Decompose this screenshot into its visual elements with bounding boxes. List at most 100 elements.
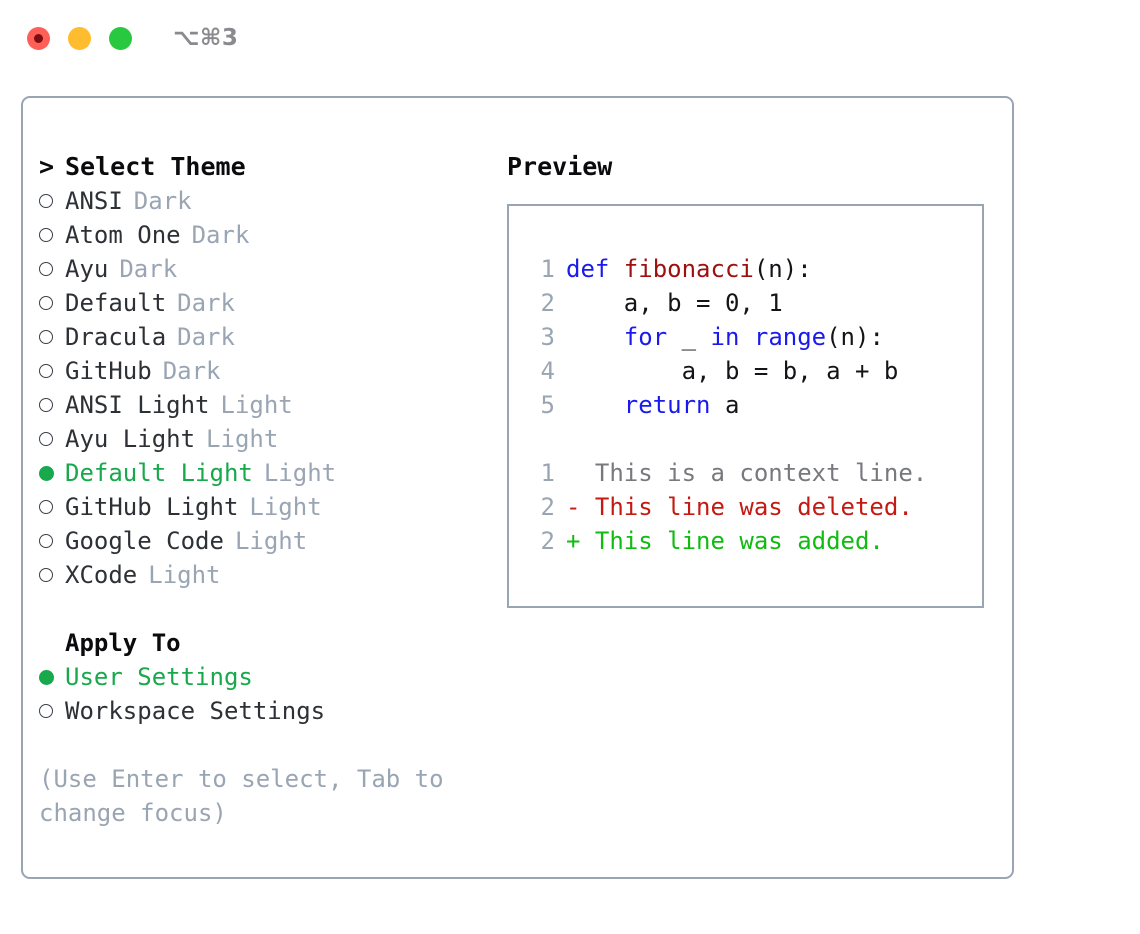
code-token: a, b = b, a + b bbox=[566, 357, 899, 385]
theme-option-label: Dracula bbox=[65, 323, 167, 351]
radio-dot bbox=[39, 330, 53, 344]
radio-empty-icon bbox=[39, 364, 65, 378]
radio-selected-icon bbox=[39, 669, 65, 685]
code-diff-spacer bbox=[521, 422, 982, 456]
radio-dot bbox=[39, 534, 53, 548]
diff-line-text: - This line was deleted. bbox=[566, 493, 913, 521]
diff-line-number: 1 bbox=[540, 459, 555, 487]
theme-option-label: ANSI bbox=[65, 187, 123, 215]
keyboard-hint: (Use Enter to select, Tab to change focu… bbox=[39, 765, 444, 827]
theme-option-kind: Light bbox=[263, 459, 337, 487]
close-icon bbox=[34, 33, 43, 43]
diff-line: 2 - This line was deleted. bbox=[521, 490, 982, 524]
theme-option-label: GitHub bbox=[65, 357, 152, 385]
title-bar: ⌥⌘3 bbox=[0, 0, 1140, 76]
theme-option-label: Atom One bbox=[65, 221, 181, 249]
maximize-window-button[interactable] bbox=[109, 26, 132, 50]
theme-option-kind: Light bbox=[148, 561, 221, 589]
code-token: a, b = 0, 1 bbox=[566, 289, 783, 317]
code-token: fibonacci bbox=[623, 255, 754, 283]
theme-option-kind: Dark bbox=[191, 221, 250, 249]
code-token bbox=[566, 391, 624, 419]
diff-line-number: 2 bbox=[540, 527, 555, 555]
code-token: (n): bbox=[753, 255, 812, 283]
preview-title: Preview bbox=[507, 152, 613, 181]
radio-dot bbox=[39, 364, 53, 378]
code-line-number: 4 bbox=[540, 357, 555, 385]
code-token: (n): bbox=[826, 323, 884, 351]
theme-option-label: Ayu bbox=[65, 255, 109, 283]
code-line-text: def fibonacci(n): bbox=[566, 252, 812, 286]
radio-empty-icon bbox=[39, 500, 65, 514]
close-window-button[interactable] bbox=[27, 26, 50, 50]
keyboard-shortcut-label: ⌥⌘3 bbox=[173, 25, 239, 51]
theme-option[interactable]: Ayu Light Light bbox=[39, 422, 493, 456]
diff-line-text: This is a context line. bbox=[566, 459, 928, 487]
radio-dot bbox=[39, 568, 53, 582]
code-line-text: return a bbox=[566, 388, 740, 422]
theme-option[interactable]: Dracula Dark bbox=[39, 320, 493, 354]
theme-option-label: Google Code bbox=[65, 527, 224, 555]
theme-option[interactable]: Default Light Light bbox=[39, 456, 493, 490]
theme-option[interactable]: GitHub Light Light bbox=[39, 490, 493, 524]
theme-option-kind: Dark bbox=[177, 323, 235, 351]
theme-option[interactable]: ANSI Dark bbox=[39, 184, 493, 218]
radio-empty-icon bbox=[39, 398, 65, 412]
radio-dot bbox=[39, 194, 53, 208]
radio-empty-icon bbox=[39, 534, 65, 548]
radio-empty-icon bbox=[39, 262, 65, 276]
diff-sample: 1 This is a context line. 2 - This line wa… bbox=[521, 456, 982, 558]
theme-option[interactable]: Default Dark bbox=[39, 286, 493, 320]
code-line-text: a, b = 0, 1 bbox=[566, 286, 783, 320]
theme-option-kind: Light bbox=[206, 425, 279, 453]
theme-option-kind: Dark bbox=[177, 289, 235, 317]
select-theme-title: Select Theme bbox=[65, 152, 246, 181]
theme-option-label: XCode bbox=[65, 561, 138, 589]
minimize-window-button[interactable] bbox=[68, 26, 91, 50]
code-line-number: 3 bbox=[540, 323, 555, 351]
code-token: a bbox=[710, 391, 740, 419]
radio-dot bbox=[39, 296, 53, 310]
diff-line-number: 2 bbox=[540, 493, 555, 521]
code-token: return bbox=[623, 391, 711, 419]
code-token: in range bbox=[710, 323, 827, 351]
diff-line-text: + This line was added. bbox=[566, 527, 884, 555]
radio-dot bbox=[39, 228, 53, 242]
theme-option-label: GitHub Light bbox=[65, 493, 239, 521]
radio-dot bbox=[39, 398, 53, 412]
theme-option[interactable]: XCode Light bbox=[39, 558, 493, 592]
code-line-number: 1 bbox=[540, 255, 555, 283]
theme-option-kind: Light bbox=[249, 493, 322, 521]
radio-empty-icon bbox=[39, 228, 65, 242]
apply-to-option[interactable]: User Settings bbox=[39, 660, 493, 694]
theme-option-label: Ayu Light bbox=[65, 425, 196, 453]
code-token: def bbox=[566, 255, 624, 283]
code-line-number: 5 bbox=[540, 391, 555, 419]
window-controls bbox=[27, 26, 132, 50]
theme-option[interactable]: Atom One Dark bbox=[39, 218, 493, 252]
radio-empty-icon bbox=[39, 330, 65, 344]
code-token: _ bbox=[667, 323, 711, 351]
theme-option-label: Default Light bbox=[65, 459, 253, 487]
theme-option-label: Default bbox=[65, 289, 167, 317]
code-line-text: for _ in range(n): bbox=[566, 320, 884, 354]
section-spacer bbox=[39, 592, 493, 626]
apply-to-option[interactable]: Workspace Settings bbox=[39, 694, 493, 728]
radio-dot bbox=[39, 262, 53, 276]
apply-to-option-label: User Settings bbox=[65, 663, 253, 691]
theme-option-kind: Light bbox=[220, 391, 293, 419]
theme-option-kind: Dark bbox=[133, 187, 192, 215]
code-line-number: 2 bbox=[540, 289, 555, 317]
code-line: 4 a, b = b, a + b bbox=[521, 354, 982, 388]
radio-empty-icon bbox=[39, 432, 65, 446]
